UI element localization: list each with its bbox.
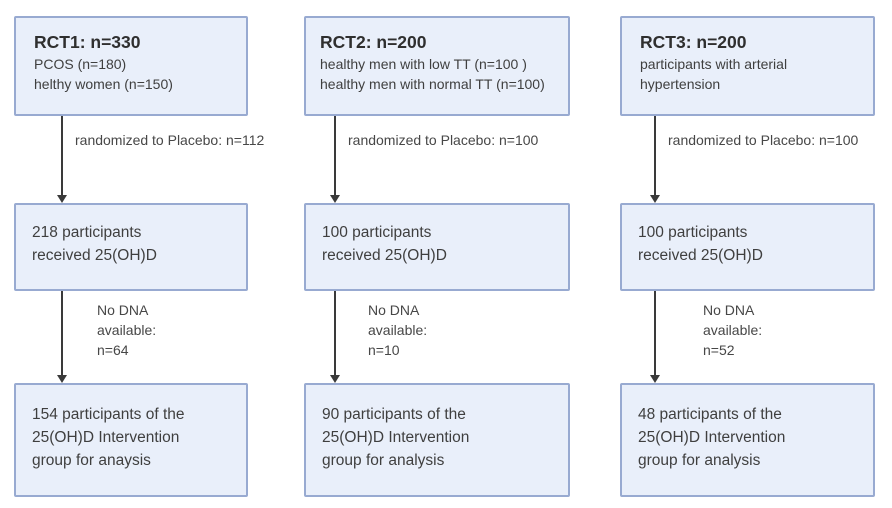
rct2-arrow-exclusion: [330, 291, 340, 383]
rct2-exclusion-line: No DNA: [368, 302, 420, 318]
rct2-arrow-randomization: [330, 116, 340, 203]
rct3-analysis-line: 48 participants of the: [638, 406, 782, 423]
rct1-exclusion-line: n=64: [97, 342, 129, 358]
rct2-enrollment-title: RCT2: n=200: [320, 32, 427, 52]
rct2-randomization-label: randomized to Placebo: n=100: [348, 132, 539, 148]
rct2-received-box: 100 participants received 25(OH)D: [304, 203, 570, 291]
rct2-enrollment-line: healthy men with normal TT (n=100): [320, 76, 545, 92]
rct1-received-line: received 25(OH)D: [32, 247, 157, 264]
rct1-received-box: 218 participants received 25(OH)D: [14, 203, 248, 291]
rct1-enrollment-line: PCOS (n=180): [34, 56, 127, 72]
rct1-analysis-line: group for anaysis: [32, 452, 151, 469]
rct3-column: RCT3: n=200 participants with arterial h…: [620, 0, 875, 508]
rct2-exclusion-line: available:: [368, 322, 428, 338]
rct1-analysis-line: 25(OH)D Intervention: [32, 429, 180, 446]
rct3-received-line: received 25(OH)D: [638, 247, 763, 264]
rct3-arrow-randomization: [650, 116, 660, 203]
rct3-exclusion-label: No DNA available: n=52: [703, 300, 762, 360]
rct2-analysis-box: 90 participants of the 25(OH)D Intervent…: [304, 383, 570, 497]
rct3-randomization-label: randomized to Placebo: n=100: [668, 132, 859, 148]
rct1-received-line: 218 participants: [32, 224, 142, 241]
rct1-arrow-exclusion: [57, 291, 67, 383]
rct1-enrollment-line: helthy women (n=150): [34, 76, 173, 92]
rct1-arrow-randomization: [57, 116, 67, 203]
rct1-analysis-line: 154 participants of the: [32, 406, 185, 423]
rct1-exclusion-line: No DNA: [97, 302, 149, 318]
rct3-enrollment-line: participants with arterial: [640, 56, 788, 72]
rct2-analysis-line: group for analysis: [322, 452, 445, 469]
rct3-exclusion-line: No DNA: [703, 302, 755, 318]
rct1-exclusion-line: available:: [97, 322, 157, 338]
rct3-analysis-line: 25(OH)D Intervention: [638, 429, 786, 446]
rct3-arrow-exclusion: [650, 291, 660, 383]
rct3-analysis-box: 48 participants of the 25(OH)D Intervent…: [620, 383, 875, 497]
rct1-column: RCT1: n=330 PCOS (n=180) helthy women (n…: [14, 0, 264, 508]
rct1-analysis-box: 154 participants of the 25(OH)D Interven…: [14, 383, 248, 497]
rct2-enrollment-line: healthy men with low TT (n=100 ): [320, 56, 527, 72]
rct2-enrollment-box: RCT2: n=200 healthy men with low TT (n=1…: [304, 16, 570, 116]
rct3-exclusion-line: available:: [703, 322, 763, 338]
rct3-received-line: 100 participants: [638, 224, 748, 241]
rct1-enrollment-box: RCT1: n=330 PCOS (n=180) helthy women (n…: [14, 16, 248, 116]
rct3-enrollment-title: RCT3: n=200: [640, 32, 747, 52]
rct1-enrollment-title: RCT1: n=330: [34, 32, 141, 52]
rct1-randomization-label: randomized to Placebo: n=112: [75, 132, 265, 148]
rct3-enrollment-line: hypertension: [640, 76, 721, 92]
rct3-analysis-line: group for analysis: [638, 452, 761, 469]
rct2-exclusion-line: n=10: [368, 342, 400, 358]
rct1-exclusion-label: No DNA available: n=64: [97, 300, 156, 360]
rct2-exclusion-label: No DNA available: n=10: [368, 300, 427, 360]
rct3-enrollment-box: RCT3: n=200 participants with arterial h…: [620, 16, 875, 116]
rct3-exclusion-line: n=52: [703, 342, 735, 358]
rct2-received-line: 100 participants: [322, 224, 432, 241]
rct3-received-box: 100 participants received 25(OH)D: [620, 203, 875, 291]
rct2-column: RCT2: n=200 healthy men with low TT (n=1…: [304, 0, 570, 508]
rct2-analysis-line: 90 participants of the: [322, 406, 466, 423]
rct2-analysis-line: 25(OH)D Intervention: [322, 429, 470, 446]
rct2-received-line: received 25(OH)D: [322, 247, 447, 264]
